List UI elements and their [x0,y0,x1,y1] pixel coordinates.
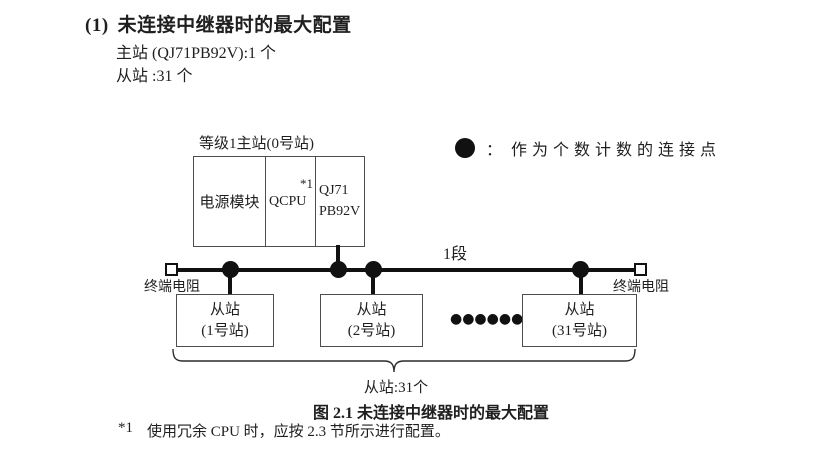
connection-dot-icon [455,138,475,158]
connection-dot [222,261,239,278]
slave-count-line: 从站 :31 个 [116,68,193,85]
pb92v-label-line2: PB92V [319,203,361,219]
footnote-text: 使用冗余 CPU 时，应按 2.3 节所示进行配置。 [147,424,450,440]
figure-caption: 图 2.1 未连接中继器时的最大配置 [313,405,550,422]
footnote-marker: *1 [118,420,133,436]
terminator-left-label: 终端电阻 [144,280,200,295]
omitted-stations-ellipsis: ●●●●●● [450,311,524,327]
power-module-label: 电源模块 [199,195,260,211]
terminator-right-icon [634,263,647,276]
legend: ： 作为个数计数的连接点 [455,136,721,160]
connection-dot [330,261,347,278]
legend-separator: ： [486,142,503,159]
slave-name: 从站 [564,302,595,319]
slave-station-box-1: 从站 (1号站) [176,294,274,347]
pb92v-label-line1: QJ71 [319,183,349,199]
section-heading: (1) 未连接中继器时的最大配置 [85,10,352,37]
slaves-underbrace [172,348,636,373]
slave2-drop-line [371,266,375,296]
power-module-cell: 电源模块 [194,157,266,246]
segment-label: 1段 [443,246,468,263]
slave-name: 从站 [356,302,387,319]
slave-station-number: (1号站) [201,322,249,339]
connection-dot [572,261,589,278]
slave-station-box-2: 从站 (2号站) [320,294,423,347]
legend-text: 作为个数计数的连接点 [511,142,722,159]
section-number: (1) [85,15,109,36]
bus-line [171,268,641,272]
slave31-drop-line [579,266,583,296]
slave-station-box-31: 从站 (31号站) [522,294,637,347]
footnote: *1 使用冗余 CPU 时，应按 2.3 节所示进行配置。 [118,420,450,441]
cpu-module-cell: *1 QCPU [266,157,316,246]
slave-station-number: (2号站) [347,322,396,339]
slave-station-number: (31号站) [552,322,607,339]
master-station-label: 等级1主站(0号站) [199,136,314,152]
slaves-total-label: 从站:31个 [363,380,429,396]
master-drop-line [336,245,340,270]
cpu-footnote-ref: *1 [300,176,313,191]
section-title: 未连接中继器时的最大配置 [117,15,352,36]
terminator-right-label: 终端电阻 [613,280,669,295]
pb92v-module-cell: QJ71 PB92V [316,157,362,246]
connection-dot [365,261,382,278]
master-count-line: 主站 (QJ71PB92V):1 个 [116,45,277,62]
master-station-box: 电源模块 *1 QCPU QJ71 PB92V [193,156,365,247]
cpu-module-label: QCPU [269,193,307,209]
terminator-left-icon [165,263,178,276]
slave1-drop-line [228,266,232,296]
slave-name: 从站 [209,302,240,319]
